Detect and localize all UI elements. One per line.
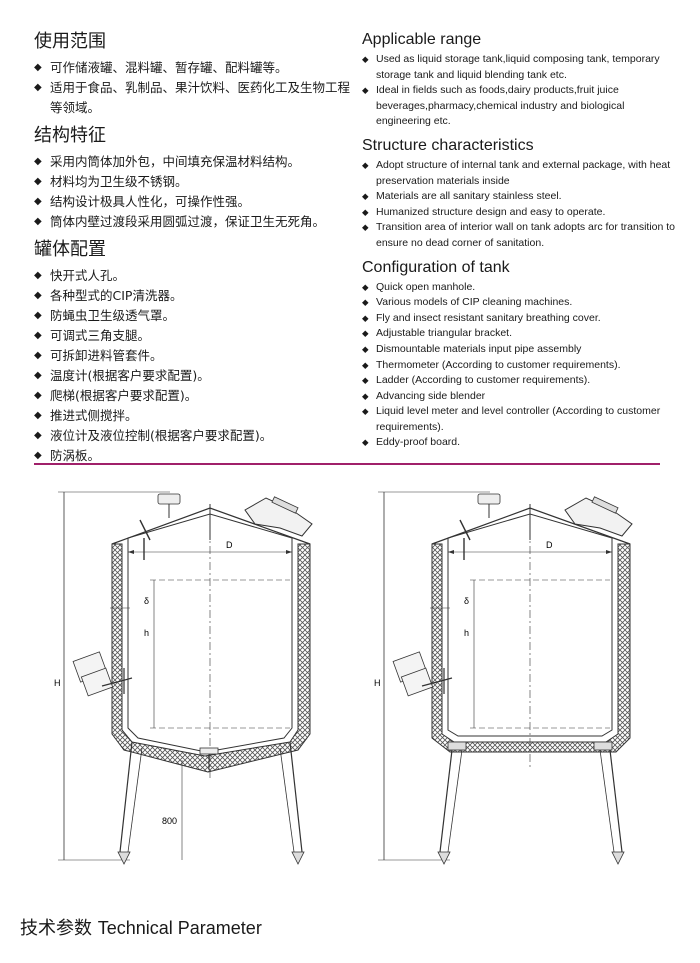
list-item: ◆Dismountable materials input pipe assem… [362, 342, 682, 358]
label-delta: δ [144, 596, 149, 606]
list-item: ◆防涡板。 [34, 446, 354, 466]
list-item: ◆结构设计极具人性化，可操作性强。 [34, 192, 354, 212]
list-item: ◆Ideal in fields such as foods,dairy pro… [362, 84, 625, 128]
diamond-bullet-icon: ◆ [34, 270, 42, 281]
list-item: ◆快开式人孔。 [34, 266, 354, 286]
structure-list-cn: ◆采用内筒体加外包，中间填充保温材料结构。 ◆材料均为卫生级不锈钢。 ◆结构设计… [34, 152, 354, 232]
list-item: ◆Quick open manhole. [362, 280, 682, 296]
diamond-bullet-icon: ◆ [362, 297, 369, 308]
diamond-bullet-icon: ◆ [34, 176, 42, 187]
structure-title-en: Structure characteristics [362, 136, 534, 154]
config-list-cn: ◆快开式人孔。 ◆各种型式的CIP清洗器。 ◆防蝇虫卫生级透气罩。 ◆可调式三角… [34, 266, 354, 466]
chinese-column: 使用范围 ◆可作储液罐、混料罐、暂存罐、配料罐等。 ◆适用于食品、乳制品、果汁饮… [34, 30, 354, 472]
side-agitator-icon [72, 651, 133, 697]
section-divider [34, 463, 660, 465]
diamond-bullet-icon: ◆ [34, 82, 42, 93]
diamond-bullet-icon: ◆ [34, 290, 42, 301]
list-item: ◆推进式侧搅拌。 [34, 406, 354, 426]
list-item: ◆Used as liquid storage tank,liquid comp… [362, 53, 660, 81]
config-list-en: ◆Quick open manhole. ◆Various models of … [362, 280, 682, 452]
list-item: ◆Thermometer (According to customer requ… [362, 358, 682, 374]
label-h: h [464, 628, 469, 638]
scope-list-en: ◆Used as liquid storage tank,liquid comp… [362, 52, 682, 130]
diamond-bullet-icon: ◆ [362, 437, 369, 448]
footer-title-en: Technical Parameter [97, 918, 262, 938]
scope-title-cn: 使用范围 [34, 31, 106, 52]
diamond-bullet-icon: ◆ [34, 410, 42, 421]
list-item: ◆Various models of CIP cleaning machines… [362, 295, 682, 311]
list-item: ◆Adopt structure of internal tank and ex… [362, 158, 671, 187]
tank-drawing-flat: H D δ h [374, 491, 633, 865]
english-column: Applicable range ◆Used as liquid storage… [362, 30, 682, 457]
diamond-bullet-icon: ◆ [34, 370, 42, 381]
list-item: ◆Liquid level meter and level controller… [362, 405, 661, 433]
label-800: 800 [162, 816, 177, 826]
list-item: ◆温度计(根据客户要求配置)。 [34, 366, 354, 386]
diamond-bullet-icon: ◆ [362, 375, 369, 386]
list-item: ◆Humanized structure design and easy to … [362, 205, 682, 221]
diamond-bullet-icon: ◆ [362, 281, 369, 292]
tank-drawing-conical: H D δ h 800 [54, 491, 313, 865]
diamond-bullet-icon: ◆ [362, 406, 369, 417]
label-delta: δ [464, 596, 469, 606]
diamond-bullet-icon: ◆ [34, 450, 42, 461]
diamond-bullet-icon: ◆ [362, 359, 369, 370]
diamond-bullet-icon: ◆ [34, 310, 42, 321]
scope-list-cn: ◆可作储液罐、混料罐、暂存罐、配料罐等。 ◆适用于食品、乳制品、果汁饮料、医药化… [34, 58, 354, 118]
diamond-bullet-icon: ◆ [362, 206, 369, 217]
list-item: ◆Eddy-proof board. [362, 435, 682, 451]
diamond-bullet-icon: ◆ [34, 62, 42, 73]
list-item: ◆Fly and insect resistant sanitary breat… [362, 311, 682, 327]
list-item: ◆可作储液罐、混料罐、暂存罐、配料罐等。 [34, 58, 354, 78]
diamond-bullet-icon: ◆ [362, 390, 369, 401]
diamond-bullet-icon: ◆ [362, 328, 369, 339]
diamond-bullet-icon: ◆ [34, 350, 42, 361]
technical-parameter-heading: 技术参数 Technical Parameter [20, 916, 262, 941]
config-title-cn: 罐体配置 [34, 239, 106, 260]
label-D: D [226, 540, 233, 550]
diamond-bullet-icon: ◆ [362, 312, 369, 323]
label-H: H [54, 678, 61, 688]
label-D: D [546, 540, 553, 550]
list-item: ◆可拆卸进料管套件。 [34, 346, 354, 366]
diamond-bullet-icon: ◆ [362, 159, 369, 170]
side-agitator-icon [392, 651, 453, 697]
diamond-bullet-icon: ◆ [34, 196, 42, 207]
diamond-bullet-icon: ◆ [362, 191, 369, 202]
diamond-bullet-icon: ◆ [362, 54, 369, 64]
label-H: H [374, 678, 381, 688]
diamond-bullet-icon: ◆ [362, 343, 369, 354]
diamond-bullet-icon: ◆ [34, 330, 42, 341]
diamond-bullet-icon: ◆ [34, 390, 42, 401]
list-item: ◆爬梯(根据客户要求配置)。 [34, 386, 354, 406]
structure-title-cn: 结构特征 [34, 125, 106, 146]
list-item: ◆Transition area of interior wall on tan… [362, 221, 676, 249]
list-item: ◆液位计及液位控制(根据客户要求配置)。 [34, 426, 354, 446]
list-item: ◆材料均为卫生级不锈钢。 [34, 172, 354, 192]
diamond-bullet-icon: ◆ [362, 85, 369, 96]
diamond-bullet-icon: ◆ [34, 430, 42, 441]
diamond-bullet-icon: ◆ [362, 222, 369, 233]
footer-title-cn: 技术参数 [20, 918, 92, 939]
list-item: ◆Advancing side blender [362, 389, 682, 405]
list-item: ◆采用内筒体加外包，中间填充保温材料结构。 [34, 152, 354, 172]
list-item: ◆适用于食品、乳制品、果汁饮料、医药化工及生物工程等领域。 [34, 80, 351, 115]
structure-list-en: ◆Adopt structure of internal tank and ex… [362, 158, 682, 252]
list-item: ◆各种型式的CIP清洗器。 [34, 286, 354, 306]
diamond-bullet-icon: ◆ [34, 156, 42, 167]
label-h: h [144, 628, 149, 638]
list-item: ◆Adjustable triangular bracket. [362, 326, 682, 342]
list-item: ◆Ladder (According to customer requireme… [362, 373, 682, 389]
list-item: ◆Materials are all sanitary stainless st… [362, 189, 682, 205]
list-item: ◆可调式三角支腿。 [34, 326, 354, 346]
scope-title-en: Applicable range [362, 31, 482, 48]
config-title-en: Configuration of tank [362, 258, 510, 276]
list-item: ◆防蝇虫卫生级透气罩。 [34, 306, 354, 326]
list-item: ◆筒体内壁过渡段采用圆弧过渡，保证卫生无死角。 [34, 212, 354, 232]
diamond-bullet-icon: ◆ [34, 216, 42, 227]
